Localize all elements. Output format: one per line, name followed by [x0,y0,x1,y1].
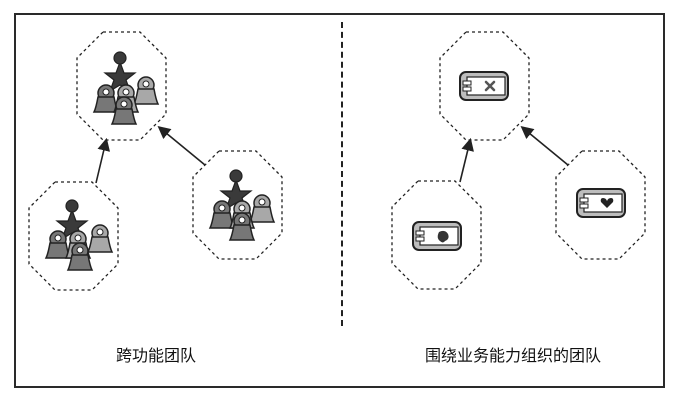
arrow-right-to-top [157,125,206,166]
panel-divider [341,22,343,326]
right-panel [391,31,646,290]
component-icon [459,71,509,101]
team-node-right [555,150,646,260]
component-icon [576,188,626,218]
team-node-left [28,181,119,291]
heart-icon [600,198,614,208]
blob-icon [437,230,449,243]
team-node-right [192,150,283,260]
caption-business-capability-teams: 围绕业务能力组织的团队 [425,346,602,365]
people-pins-icon [93,51,159,125]
left-panel [28,31,283,291]
people-pins-icon [45,199,113,271]
arrow-right-to-top [520,125,569,166]
people-pins-icon [209,169,275,241]
caption-cross-functional-teams: 跨功能团队 [116,346,197,365]
team-node-left [391,180,482,290]
arrow-left-to-top [95,137,111,184]
team-node-top [76,31,167,141]
component-icon [412,221,462,251]
team-node-top [439,31,530,141]
x-mark-icon [484,80,496,92]
arrow-left-to-top [459,137,474,183]
